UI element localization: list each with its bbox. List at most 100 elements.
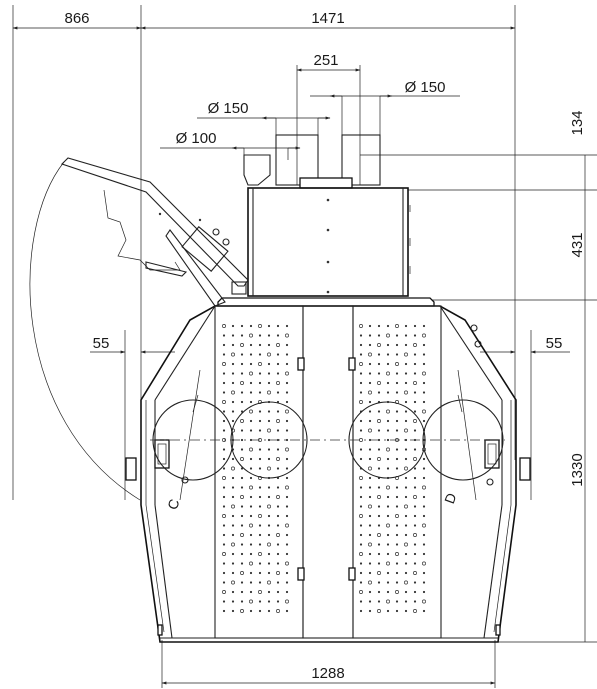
perforation-hole (359, 543, 363, 546)
perforation-hole (240, 562, 244, 565)
perforation-hole (285, 495, 289, 499)
perforation-hole (285, 533, 289, 537)
perforation-hole (368, 428, 372, 433)
perforation-hole (240, 486, 244, 489)
perforation-hole (377, 600, 381, 603)
perforation-hole (285, 381, 289, 385)
perforation-hole (377, 353, 381, 356)
perforation-hole (240, 600, 244, 603)
perforation-hole (377, 552, 381, 556)
perforation-hole (222, 581, 226, 584)
perforation-hole (422, 419, 426, 423)
perforation-hole (258, 391, 262, 394)
perforation-hole (249, 599, 253, 604)
perforation-hole (276, 495, 280, 499)
perforation-hole (258, 476, 262, 480)
perforation-hole (359, 419, 363, 423)
perforation-hole (404, 428, 408, 433)
perforation-hole (422, 362, 426, 366)
perforation-hole (395, 353, 399, 356)
perforation-hole (285, 599, 289, 604)
perforation-hole (285, 467, 289, 470)
perforation-hole (231, 590, 235, 594)
perforation-hole (404, 524, 408, 527)
perforation-hole (276, 429, 280, 432)
perforation-hole (258, 581, 262, 584)
perforation-hole (276, 571, 280, 575)
perforation-hole (285, 419, 289, 423)
perforation-hole (386, 505, 390, 508)
perforation-hole (413, 600, 417, 603)
perforation-hole (386, 571, 390, 575)
perforation-hole (249, 523, 253, 528)
perforation-hole (276, 362, 280, 366)
perforation-hole (395, 581, 399, 584)
perforation-hole (231, 362, 235, 366)
perforation-hole (258, 524, 262, 527)
perforation-hole (267, 343, 271, 347)
perforation-hole (285, 438, 289, 442)
perforation-hole (368, 466, 372, 471)
perforation-hole (240, 448, 244, 451)
perforation-hole (231, 552, 235, 556)
perforation-hole (240, 419, 244, 423)
perforation-hole (276, 343, 280, 347)
perforation-hole (368, 362, 372, 366)
perforation-hole (395, 457, 399, 461)
perforation-hole (404, 390, 408, 395)
perforation-hole (359, 514, 363, 518)
perforation-hole (249, 476, 253, 480)
perforation-hole (404, 609, 408, 613)
perforation-hole (377, 486, 381, 489)
perforation-hole (386, 543, 390, 546)
perforation-hole (368, 590, 372, 594)
perforation-hole (249, 609, 253, 613)
perforation-hole (359, 448, 363, 451)
perforation-hole (422, 543, 426, 546)
perforation-hole (377, 343, 381, 347)
perforation-hole (249, 581, 253, 584)
perforation-hole (258, 590, 262, 594)
perforation-hole (413, 457, 417, 461)
perforation-hole (404, 343, 408, 347)
perforation-hole (422, 324, 426, 328)
perforation-hole (231, 352, 235, 357)
perforation-hole (267, 419, 271, 423)
perforation-hole (222, 391, 226, 394)
perforation-hole (249, 447, 253, 452)
perforation-hole (386, 419, 390, 423)
perforation-hole (413, 429, 417, 432)
perforation-hole (395, 429, 399, 432)
perforation-hole (395, 391, 399, 394)
perforation-hole (276, 410, 280, 413)
perforation-hole (267, 486, 271, 489)
dim-outlet-spacing: 251 (313, 52, 338, 69)
perforation-hole (422, 495, 426, 499)
perforation-hole (404, 600, 408, 603)
perforation-hole (231, 372, 235, 375)
perforation-hole (276, 372, 280, 375)
perforation-hole (240, 533, 244, 537)
perforation-hole (258, 362, 262, 366)
perforation-hole (395, 467, 399, 470)
perforation-hole (285, 333, 289, 338)
perforation-hole (231, 324, 235, 328)
perforation-hole (368, 571, 372, 575)
perforation-hole (359, 391, 363, 394)
perforation-hole (404, 514, 408, 518)
perforation-hole (240, 391, 244, 394)
perforation-hole (404, 352, 408, 357)
perforation-hole (404, 400, 408, 404)
perforation-hole (413, 543, 417, 546)
perforation-hole (267, 609, 271, 613)
perforation-hole (276, 467, 280, 470)
dim-side-offset-right: 55 (546, 335, 563, 352)
perforation-hole (285, 457, 289, 461)
perforation-hole (231, 542, 235, 547)
perforation-hole (359, 429, 363, 432)
perforation-hole (267, 448, 271, 451)
dim-side-offset-left: 55 (93, 335, 110, 352)
perforation-hole (276, 600, 280, 603)
perforation-hole (276, 524, 280, 527)
perforation-hole (258, 381, 262, 385)
